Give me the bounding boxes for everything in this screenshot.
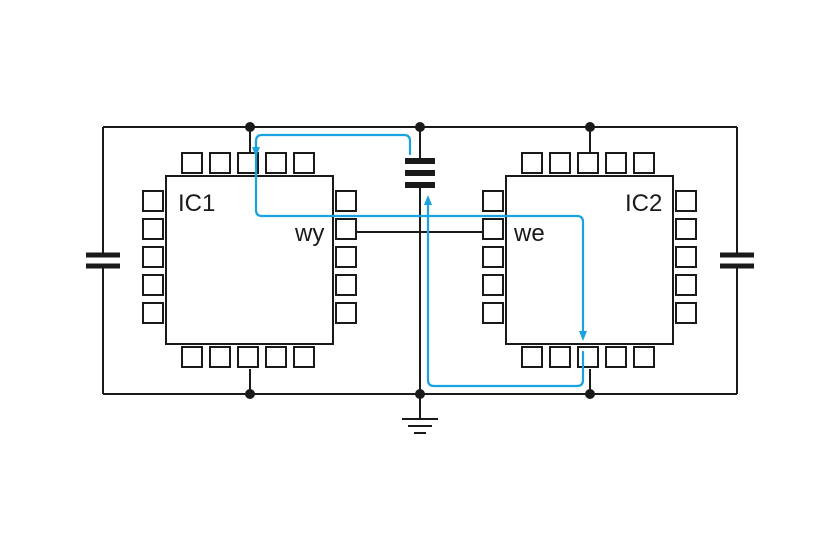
ic1-right-pin [335, 218, 357, 240]
ic1-right-pin [335, 190, 357, 212]
ic2-top-pin [549, 152, 571, 174]
ic2-pin-label: we [513, 220, 545, 247]
ic1-top-pin [209, 152, 231, 174]
ic1-bottom-pin [209, 346, 231, 368]
ic2-bottom-pin [521, 346, 543, 368]
left-decoupling-capacitor [86, 127, 120, 394]
ic2-label: IC2 [625, 190, 662, 217]
current-path-supply-to-ic2 [254, 133, 587, 341]
battery-branch [405, 127, 435, 394]
ic1-label: IC1 [178, 190, 215, 217]
ic2-left-pin [482, 246, 504, 268]
ic2-right-pin [675, 218, 697, 240]
ic2-chip [482, 152, 697, 368]
ic2-right-pin [675, 302, 697, 324]
junction-dot [585, 122, 595, 132]
ic2-left-pin [482, 218, 504, 240]
ic2-body [505, 175, 674, 345]
ic1-left-pin [142, 218, 164, 240]
ic1-left-pin [142, 246, 164, 268]
ic2-left-pin [482, 274, 504, 296]
ic2-bottom-pin [633, 346, 655, 368]
ic1-bottom-pin [237, 346, 259, 368]
ground-icon [402, 394, 438, 434]
junction-dot [415, 122, 425, 132]
ic2-bottom-pin [549, 346, 571, 368]
ic1-bottom-pin [293, 346, 315, 368]
ic2-right-pin [675, 246, 697, 268]
ic1-left-pin [142, 190, 164, 212]
ic1-right-pin [335, 246, 357, 268]
current-loop [252, 133, 587, 388]
junction-dot [245, 389, 255, 399]
ic1-top-pin [265, 152, 287, 174]
ic2-bottom-pin [577, 346, 599, 368]
junction-dots [245, 122, 595, 399]
ic1-right-pin [335, 274, 357, 296]
junction-dot [585, 389, 595, 399]
ic1-top-pin [237, 152, 259, 174]
junction-dot [245, 122, 255, 132]
ic2-left-pin [482, 190, 504, 212]
ic1-left-pin [142, 302, 164, 324]
ic1-body [165, 175, 334, 345]
ic2-top-pin [605, 152, 627, 174]
ic2-top-pin [521, 152, 543, 174]
ic1-top-pin [181, 152, 203, 174]
ic2-top-pin [577, 152, 599, 174]
ic2-left-pin [482, 302, 504, 324]
ic1-pin-label: wy [294, 220, 324, 247]
ic1-bottom-pin [265, 346, 287, 368]
ic2-bottom-pin [605, 346, 627, 368]
ic2-top-pin [633, 152, 655, 174]
ic1-bottom-pin [181, 346, 203, 368]
junction-dot [415, 389, 425, 399]
ic1-top-pin [293, 152, 315, 174]
ic1-chip [142, 152, 357, 368]
right-decoupling-capacitor [720, 127, 754, 394]
ic1-right-pin [335, 302, 357, 324]
current-path-ic2-to-battery [424, 195, 585, 388]
ic2-right-pin [675, 274, 697, 296]
ic1-left-pin [142, 274, 164, 296]
ic2-right-pin [675, 190, 697, 212]
